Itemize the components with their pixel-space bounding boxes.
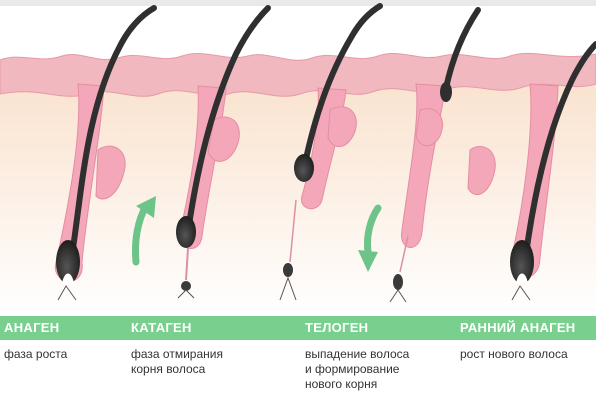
phase-label-early-anagen: РАННИЙ АНАГЕН xyxy=(460,320,576,335)
phase-desc-early-anagen: рост нового волоса xyxy=(460,347,568,362)
desc-line: фаза отмирания xyxy=(131,347,223,362)
hair-growth-cycle-illustration xyxy=(0,0,596,316)
desc-line: корня волоса xyxy=(131,362,223,377)
hair-bulb-telogen xyxy=(294,154,314,182)
desc-line: нового корня xyxy=(305,377,409,392)
desc-line: и формирование xyxy=(305,362,409,377)
background-top xyxy=(0,0,596,60)
desc-line: выпадение волоса xyxy=(305,347,409,362)
top-shadow xyxy=(0,0,596,6)
phase-label-anagen: АНАГЕН xyxy=(4,320,59,335)
phase-desc-catagen: фаза отмирания корня волоса xyxy=(131,347,223,377)
phase-desc-telogen: выпадение волоса и формирование нового к… xyxy=(305,347,409,392)
phase-desc-anagen: фаза роста xyxy=(4,347,67,362)
phase-label-telogen: ТЕЛОГЕН xyxy=(305,320,368,335)
desc-line: рост нового волоса xyxy=(460,347,568,362)
hair-bulb-catagen xyxy=(176,216,196,248)
desc-line: фаза роста xyxy=(4,347,67,362)
phase-label-catagen: КАТАГЕН xyxy=(131,320,192,335)
